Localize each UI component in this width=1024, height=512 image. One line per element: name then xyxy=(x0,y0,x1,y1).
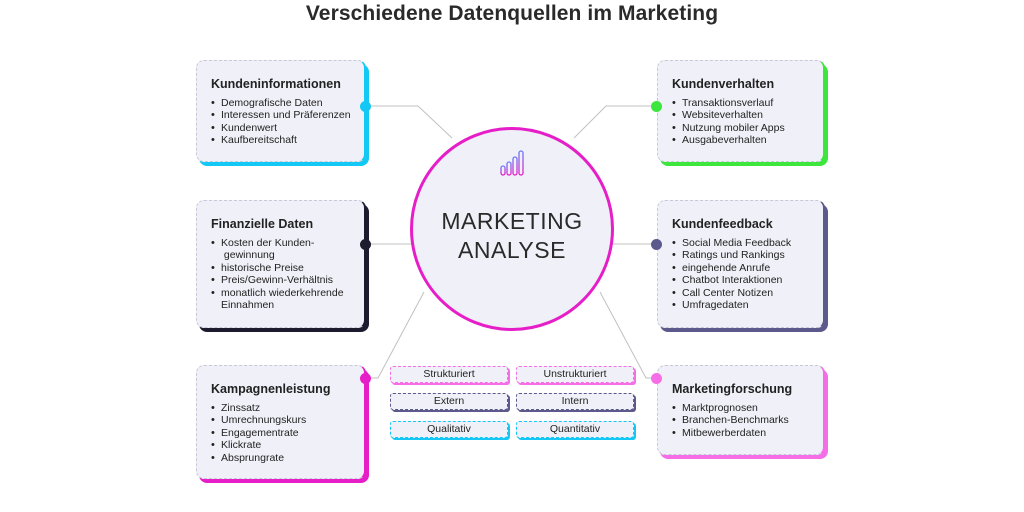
tag-strukturiert: Strukturiert xyxy=(390,366,508,383)
list-item: Chatbot Interaktionen xyxy=(672,274,813,287)
list-item: Umrechnungskurs xyxy=(211,414,354,427)
list-item: Preis/Gewinn-Verhältnis xyxy=(211,274,354,287)
connector-dot-kundenfeedback xyxy=(651,239,662,250)
center-label-line2: ANALYSE xyxy=(458,237,566,263)
center-node-marketing-analyse: MARKETING ANALYSE xyxy=(410,127,614,331)
connector-dot-kundeninformationen xyxy=(360,101,371,112)
list-item: Absprungrate xyxy=(211,452,354,465)
diagram-title: Verschiedene Datenquellen im Marketing xyxy=(305,2,719,25)
connector-dot-kundenverhalten xyxy=(651,101,662,112)
list-item: Demografische Daten xyxy=(211,97,354,110)
list-item: Branchen-Benchmarks xyxy=(672,414,813,427)
list-item: Mitbewerberdaten xyxy=(672,427,813,440)
list-item: Ausgabeverhalten xyxy=(672,134,813,147)
center-label: MARKETING ANALYSE xyxy=(441,207,582,265)
card-kundeninformationen: Kundeninformationen Demografische Daten … xyxy=(196,60,366,162)
list-item: Kaufbereitschaft xyxy=(211,134,354,147)
list-item: Kosten der Kunden- gewinnung xyxy=(211,237,331,262)
list-item: Call Center Notizen xyxy=(672,287,813,300)
list-item: eingehende Anrufe xyxy=(672,262,813,275)
card-list: Kosten der Kunden- gewinnung historische… xyxy=(211,237,354,311)
list-item: Transaktionsverlauf xyxy=(672,97,813,110)
bar-chart-icon xyxy=(500,150,524,181)
list-item: Umfragedaten xyxy=(672,299,813,312)
list-item: Social Media Feedback xyxy=(672,237,813,250)
tag-quantitativ: Quantitativ xyxy=(516,421,634,438)
card-list: Zinssatz Umrechnungskurs Engagementrate … xyxy=(211,402,354,464)
list-item: Websiteverhalten xyxy=(672,109,813,122)
card-heading: Kundenverhalten xyxy=(672,77,775,91)
list-item: monatlich wiederkehrende Einnahmen xyxy=(211,287,361,312)
list-item: Engagementrate xyxy=(211,427,354,440)
list-item: Marktprognosen xyxy=(672,402,813,415)
card-heading: Marketingforschung xyxy=(672,382,793,396)
tag-unstrukturiert: Unstrukturiert xyxy=(516,366,634,383)
card-heading: Finanzielle Daten xyxy=(211,217,314,231)
card-kundenfeedback: Kundenfeedback Social Media Feedback Rat… xyxy=(657,200,825,328)
list-item: Interessen und Präferenzen xyxy=(211,109,354,122)
card-heading: Kundeninformationen xyxy=(211,77,341,91)
tag-extern: Extern xyxy=(390,393,508,410)
card-list: Social Media Feedback Ratings und Rankin… xyxy=(672,237,813,312)
connector-dot-finanzielle-daten xyxy=(360,239,371,250)
list-item: Zinssatz xyxy=(211,402,354,415)
card-heading: Kampagnenleistung xyxy=(211,382,331,396)
list-item: Ratings und Rankings xyxy=(672,249,813,262)
tag-qualitativ: Qualitativ xyxy=(390,421,508,438)
tag-intern: Intern xyxy=(516,393,634,410)
list-item: Kundenwert xyxy=(211,122,354,135)
card-finanzielle-daten: Finanzielle Daten Kosten der Kunden- gew… xyxy=(196,200,366,328)
card-list: Demografische Daten Interessen und Präfe… xyxy=(211,97,354,147)
center-label-line1: MARKETING xyxy=(441,208,583,234)
card-marketingforschung: Marketingforschung Marktprognosen Branch… xyxy=(657,365,825,455)
connector-dot-kampagnenleistung xyxy=(360,373,371,384)
card-kundenverhalten: Kundenverhalten Transaktionsverlauf Webs… xyxy=(657,60,825,162)
card-list: Marktprognosen Branchen-Benchmarks Mitbe… xyxy=(672,402,813,440)
card-list: Transaktionsverlauf Websiteverhalten Nut… xyxy=(672,97,813,147)
list-item: Klickrate xyxy=(211,439,354,452)
card-heading: Kundenfeedback xyxy=(672,217,773,231)
connector-dot-marketingforschung xyxy=(651,373,662,384)
list-item: Nutzung mobiler Apps xyxy=(672,122,813,135)
card-kampagnenleistung: Kampagnenleistung Zinssatz Umrechnungsku… xyxy=(196,365,366,479)
list-item: historische Preise xyxy=(211,262,354,275)
